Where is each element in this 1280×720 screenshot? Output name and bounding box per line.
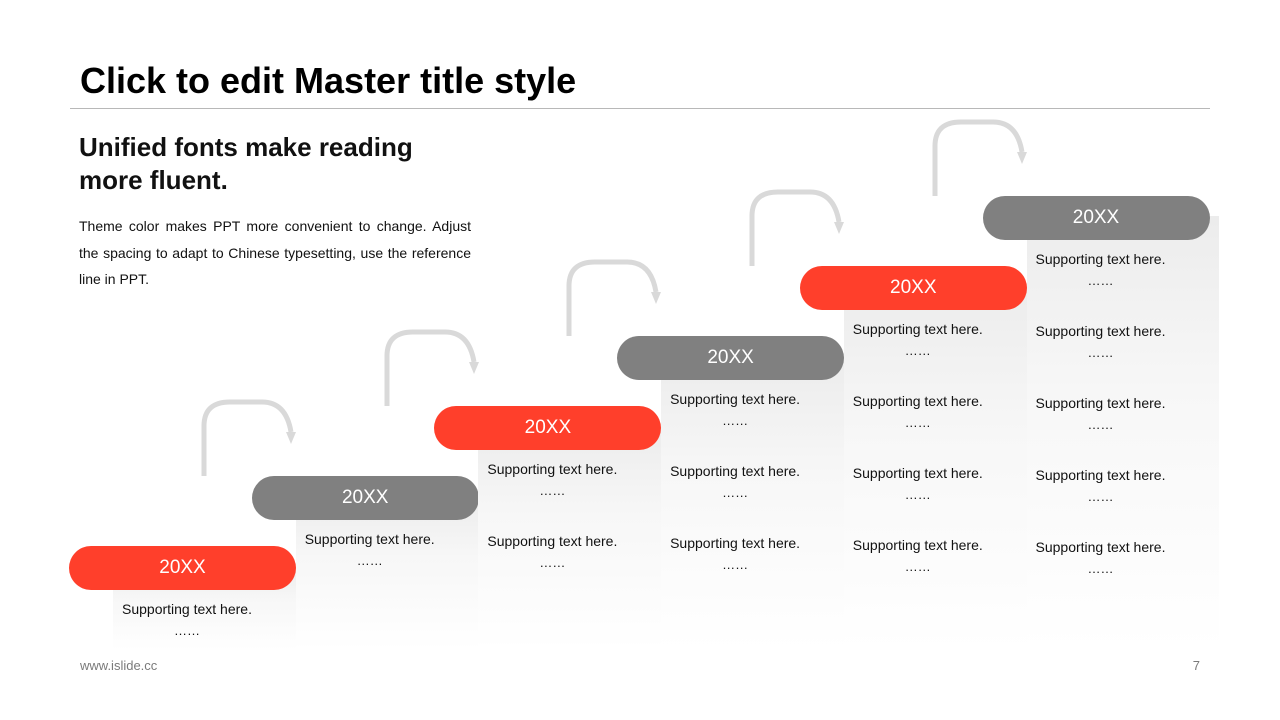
support-text: Supporting text here. [1035,323,1166,339]
timeline-stage: 20XX Supporting text here. …… [69,546,309,650]
support-text: Supporting text here. [122,601,252,617]
support-item: Supporting text here. …… [1027,536,1175,608]
support-item: Supporting text here. …… [844,534,992,606]
support-text: Supporting text here. [852,393,983,409]
support-item: Supporting text here. …… [1027,248,1175,320]
curved-arrow-icon [201,399,296,476]
support-ellipsis: …… [1087,417,1114,432]
support-item: Supporting text here. …… [113,598,261,670]
timeline-stage: 20XX Supporting text here. …… [251,476,492,650]
curved-arrow-icon [384,329,479,406]
year-pill: 20XX [251,476,479,520]
year-pill: 20XX [799,266,1027,310]
support-ellipsis: …… [904,559,931,574]
arrow-path [749,189,842,266]
support-ellipsis: …… [1087,345,1114,360]
support-text: Supporting text here. [1035,395,1166,411]
stage-column-shade [661,356,854,650]
stage-items: Supporting text here.……Supporting text h… [1027,248,1175,608]
year-pill: 20XX [982,196,1210,240]
body-text: Theme color makes PPT more convenient to… [79,218,471,287]
support-ellipsis: …… [722,557,749,572]
year-pill: 20XX [617,336,845,380]
support-text: Supporting text here. [670,391,801,407]
stage-column-shade [1026,216,1219,650]
support-ellipsis: …… [904,415,931,430]
support-ellipsis: …… [174,623,200,638]
support-text: Supporting text here. [1035,251,1166,267]
support-item: Supporting text here. …… [478,530,626,602]
stage-column-shade [478,426,671,650]
support-item: Supporting text here. …… [844,318,992,390]
stage-items: Supporting text here. …… [113,598,261,670]
subtitle: Unified fonts make reading more fluent. [79,132,413,195]
curved-arrow-icon [932,119,1027,196]
stage-items: Supporting text here.……Supporting text h… [661,388,809,604]
support-text: Supporting text here. [852,321,983,337]
arrow-head [468,362,479,374]
curved-arrow-icon [749,189,845,266]
stage-items: Supporting text here.……Supporting text h… [844,318,992,606]
support-text: Supporting text here. [1035,467,1166,483]
support-text: Supporting text here. [852,465,983,481]
support-text: Supporting text here. [852,537,983,553]
curved-arrow-icon [566,259,662,336]
support-text: Supporting text here. [487,533,618,549]
support-item: Supporting text here. …… [1027,392,1175,464]
support-item: Supporting text here. …… [844,390,992,462]
support-text: Supporting text here. [304,531,435,547]
stage-items: Supporting text here. …… [296,528,444,600]
title-divider [70,108,1210,109]
footer-url: www.islide.cc [80,658,158,673]
support-item: Supporting text here. …… [1027,320,1175,392]
support-item: Supporting text here. …… [661,532,809,604]
arrow-path [932,119,1025,196]
support-text: Supporting text here. [1035,539,1166,555]
support-ellipsis: …… [722,485,749,500]
support-text: Supporting text here. [487,461,618,477]
support-text: Supporting text here. [670,463,801,479]
support-ellipsis: …… [539,483,566,498]
support-ellipsis: …… [1087,489,1114,504]
support-ellipsis: …… [356,553,383,568]
stage-column-shade [843,286,1036,650]
page-number: 7 [1192,658,1200,673]
support-ellipsis: …… [904,487,931,502]
support-ellipsis: …… [539,555,566,570]
arrow-path [201,399,294,476]
support-item: Supporting text here. …… [296,528,444,600]
support-item: Supporting text here. …… [661,460,809,532]
support-ellipsis: …… [722,413,749,428]
arrow-path [566,259,659,336]
slide-title: Click to edit Master title style [80,60,577,101]
support-ellipsis: …… [904,343,931,358]
support-item: Supporting text here. …… [1027,464,1175,536]
arrow-head [651,292,662,304]
arrow-path [384,329,477,406]
support-ellipsis: …… [1087,273,1114,288]
arrow-head [834,222,845,234]
support-ellipsis: …… [1087,561,1114,576]
arrow-head [286,432,296,444]
support-text: Supporting text here. [670,535,801,551]
year-pill: 20XX [69,546,296,590]
support-item: Supporting text here. …… [661,388,809,460]
stage-column-shade [295,496,488,650]
arrow-head [1016,152,1027,164]
support-item: Supporting text here. …… [844,462,992,534]
stage-items: Supporting text here.……Supporting text h… [478,458,626,602]
year-pill: 20XX [434,406,662,450]
support-item: Supporting text here. …… [478,458,626,530]
